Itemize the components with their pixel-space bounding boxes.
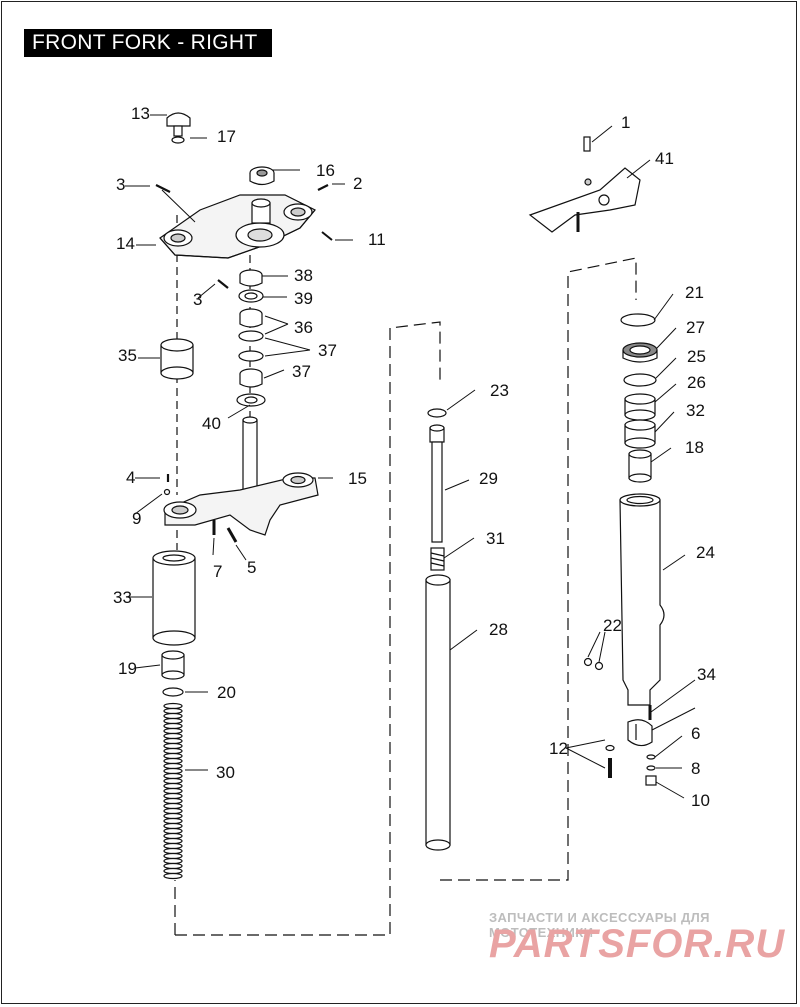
part-22-o-ring [162, 687, 184, 697]
part-10-nut [645, 775, 657, 786]
watermark-brand: PARTSFOR.RU [489, 922, 786, 966]
callout-11: 11 [368, 230, 386, 249]
callout-28: 28 [489, 620, 508, 639]
part-23-plug [594, 661, 604, 671]
callout-36: 36 [294, 318, 313, 337]
callout-13: 13 [131, 104, 150, 123]
callout-40: 40 [202, 414, 221, 433]
part-24-ring [427, 408, 447, 418]
callout-7: 7 [213, 562, 222, 581]
callout-2: 2 [353, 174, 362, 193]
part-8-lock-washer [646, 765, 656, 771]
part-36-spacer [160, 338, 194, 380]
part-37-bearing-upper [239, 308, 263, 328]
watermark-caption: ЗАПЧАСТИ И АКСЕССУАРЫ ДЛЯ МОТОТЕХНИКИ [489, 910, 710, 940]
callout-14: 14 [116, 234, 135, 253]
callout-33: 33 [113, 588, 132, 607]
part-16-nut [249, 166, 275, 186]
callout-3: 3 [116, 175, 125, 194]
callout-31: 31 [486, 529, 505, 548]
callout-37: 37 [318, 341, 337, 360]
part-17-washer [171, 136, 185, 144]
part-30-damper-tube [429, 424, 445, 543]
callout-19: 19 [118, 659, 137, 678]
callout-12: 12 [549, 739, 568, 758]
part-21-retaining-ring [620, 313, 656, 327]
callout-27: 27 [686, 318, 705, 337]
part-34-fork-cover [152, 550, 196, 646]
callout-16: 16 [316, 161, 335, 180]
part-9-washer [163, 488, 171, 496]
part-28-oil-seal [622, 342, 658, 363]
callout-20: 20 [217, 683, 236, 702]
part-39-nut [239, 269, 263, 287]
part-13-bolt [166, 112, 191, 137]
callout-39: 39 [294, 289, 313, 308]
callout-6: 6 [691, 724, 700, 743]
assembly-dashed-line [174, 321, 441, 936]
part-3-screw [155, 184, 171, 193]
callout-3: 3 [193, 290, 202, 309]
leader-lines [125, 114, 696, 799]
callout-23: 23 [490, 381, 509, 400]
callout-5: 5 [247, 558, 256, 577]
callout-29: 29 [479, 469, 498, 488]
part-38-race-lower [238, 350, 264, 362]
part-37-bearing-lower [239, 368, 263, 388]
part-15-lower-bracket [163, 416, 319, 536]
part-32-rebound-spring [430, 547, 445, 571]
callout-10: 10 [691, 791, 710, 810]
callout-labels: 1233456789101112131415161718192021222324… [113, 104, 716, 810]
part-14-upper-bracket [159, 194, 316, 259]
part-42-bracket [528, 167, 641, 233]
part-1-pin [583, 136, 591, 152]
part-38-race-upper [238, 330, 264, 342]
callout-41: 41 [655, 149, 674, 168]
callout-8: 8 [691, 759, 700, 778]
callout-34: 34 [697, 665, 716, 684]
part-40-dust-shield [238, 289, 264, 303]
callout-22: 22 [603, 616, 622, 635]
part-25-fork-slider [619, 493, 665, 706]
part-12-washer [605, 744, 615, 752]
part-11-pin [321, 231, 333, 241]
part-29-fork-tube [425, 574, 451, 851]
part-19-axle-cap [627, 719, 653, 747]
part-27-bushing [624, 393, 656, 421]
callout-9: 9 [132, 509, 141, 528]
callout-25: 25 [687, 347, 706, 366]
assembly-dashed-line [440, 257, 637, 881]
part-5-bolt [226, 527, 238, 543]
part-33-bushing [624, 419, 656, 449]
callout-21: 21 [685, 283, 704, 302]
part-41-seal [236, 393, 266, 407]
callout-24: 24 [696, 543, 715, 562]
callout-17: 17 [217, 127, 236, 146]
part-31-fork-spring [163, 702, 183, 880]
callout-18: 18 [685, 438, 704, 457]
callout-38: 38 [294, 266, 313, 285]
callout-1: 1 [621, 113, 630, 132]
callout-4: 4 [126, 468, 135, 487]
part-3-screw-lower [217, 279, 229, 289]
part-26-washer [623, 373, 657, 387]
callout-30: 30 [216, 763, 235, 782]
part-20-fork-cap [161, 650, 185, 680]
callout-15: 15 [348, 469, 367, 488]
callout-35: 35 [118, 346, 137, 365]
diagram-title: FRONT FORK - RIGHT [24, 29, 272, 57]
callout-32: 32 [686, 401, 705, 420]
callout-26: 26 [687, 373, 706, 392]
callout-37: 37 [292, 362, 311, 381]
part-2-screw [317, 184, 329, 191]
part-6-washer [646, 754, 656, 760]
part-23-plug [583, 657, 593, 667]
part-18-oil-lock [628, 449, 652, 483]
